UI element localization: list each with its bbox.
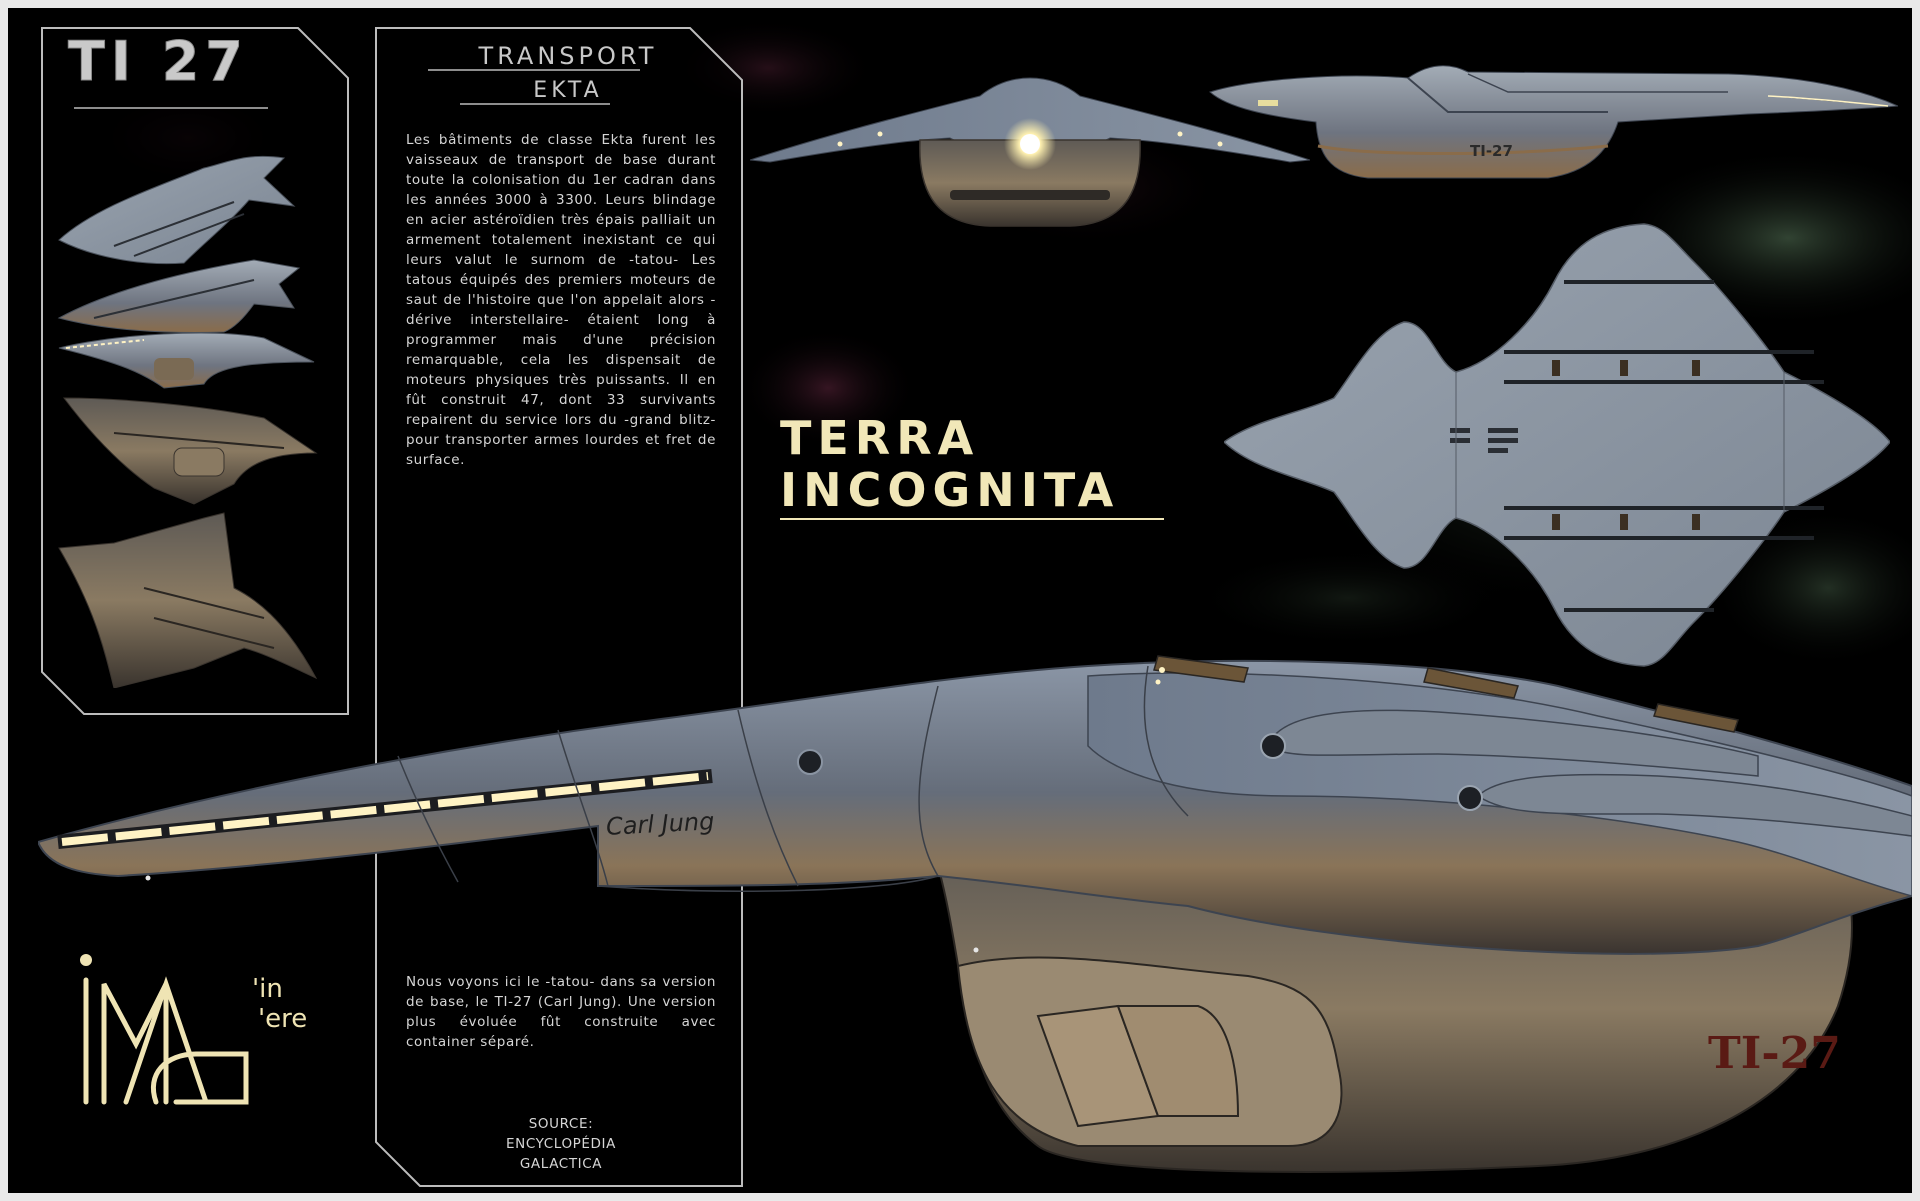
thumbnail-4: [62, 397, 318, 505]
description-text: Les bâtiments de classe Ekta furent les …: [406, 132, 716, 468]
source-block: SOURCE: ENCYCLOPÉDIA GALACTICA: [406, 1114, 716, 1174]
headline-line-2: INCOGNITA: [780, 463, 1120, 517]
ship-name-label: Carl Jung: [605, 807, 716, 841]
logo-suffix-2: 'ere: [258, 1004, 308, 1034]
headline-line-1: TERRA: [780, 411, 980, 465]
imagin-ere-logo: [80, 954, 249, 1105]
headline: TERRA INCOGNITA: [780, 412, 1180, 520]
headline-underline: [780, 518, 1164, 520]
hull-code-label: TI-27: [1708, 1028, 1841, 1079]
thumbnail-2: [57, 259, 301, 333]
designation-title: TI 27: [68, 30, 249, 94]
source-label: SOURCE:: [528, 1116, 594, 1132]
thumbnail-3: [58, 332, 315, 389]
ship-thumbnails: [57, 155, 318, 688]
description-panel: [375, 27, 743, 1187]
class-title: EKTA: [533, 78, 603, 103]
front-view-ship: [750, 77, 1310, 227]
logo-suffix-1: 'in: [252, 974, 283, 1004]
poster-frame: TI 27: [8, 8, 1912, 1193]
top-view-ship: [1224, 223, 1890, 667]
side-view-ship: [1209, 65, 1898, 179]
note-text: Nous voyons ici le -tatou- dans sa versi…: [406, 974, 716, 1050]
main-ship-render: [38, 655, 1912, 1173]
source-line-1: ENCYCLOPÉDIA: [506, 1136, 616, 1152]
transport-title: TRANSPORT: [478, 42, 658, 70]
nose-window-strip: [57, 769, 713, 849]
thumbnail-5: [58, 512, 318, 688]
source-line-2: GALACTICA: [519, 1156, 603, 1172]
side-view-code: TI-27: [1470, 142, 1513, 160]
thumbnail-1: [58, 155, 296, 265]
